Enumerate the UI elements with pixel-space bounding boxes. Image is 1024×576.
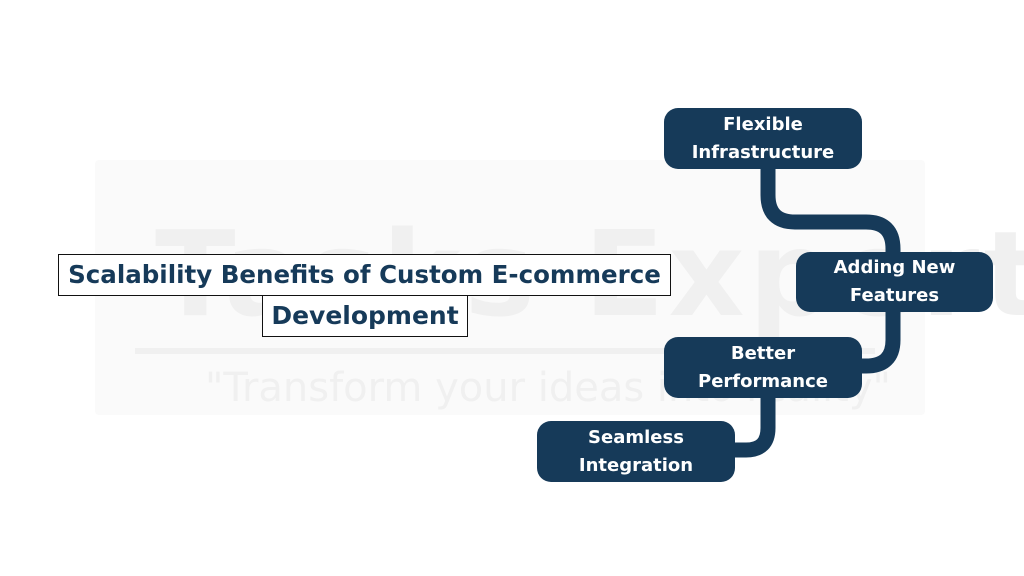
connector-2-3 bbox=[854, 304, 901, 374]
node-seamless-integration: Seamless Integration bbox=[537, 421, 735, 482]
node-label: Adding New Features bbox=[833, 257, 956, 306]
connector-3-4 bbox=[727, 390, 776, 458]
node-label: Flexible Infrastructure bbox=[691, 113, 835, 163]
node-label: Better Performance bbox=[698, 342, 828, 392]
node-adding-new-features: Adding New Features bbox=[796, 252, 993, 312]
node-flexible-infrastructure: Flexible Infrastructure bbox=[664, 108, 862, 169]
node-label: Seamless Integration bbox=[578, 426, 694, 476]
node-better-performance: Better Performance bbox=[664, 337, 862, 398]
watermark-divider bbox=[135, 348, 875, 354]
diagram-title-line-1: Scalability Benefits of Custom E-commerc… bbox=[58, 254, 671, 296]
connector-1-2 bbox=[760, 161, 901, 260]
diagram-title-line-2: Development bbox=[262, 295, 468, 337]
